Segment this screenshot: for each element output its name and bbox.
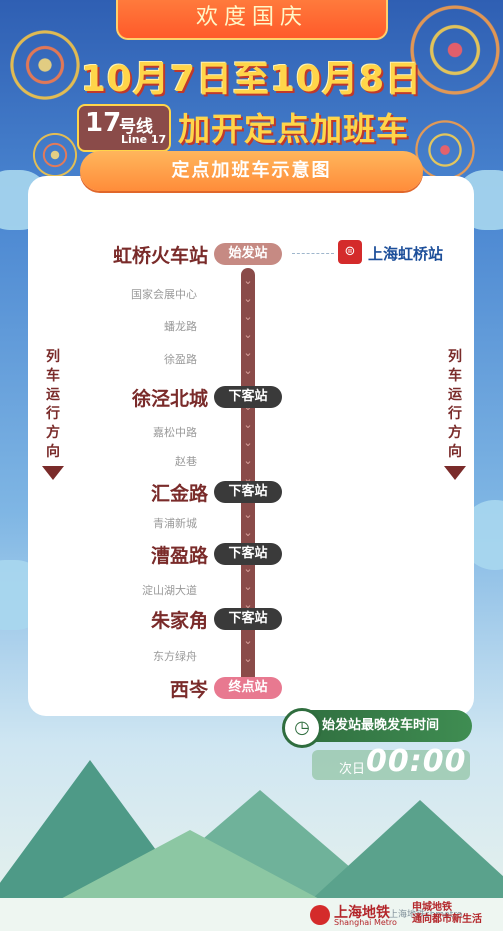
direction-char: 列 <box>448 349 462 365</box>
direction-char: 车 <box>448 368 462 384</box>
clock-icon: ◷ <box>282 708 322 748</box>
railway-station-icon: ⊜ <box>338 240 362 264</box>
date-range-title: 10月7日至10月8日 <box>80 59 423 100</box>
direction-char: 车 <box>46 368 60 384</box>
direction-char: 向 <box>46 444 60 460</box>
secondary-logo: 申城地铁 通向都市新生活 <box>412 902 482 926</box>
metro-logo-english: Shanghai Metro <box>334 918 397 927</box>
station-name-major: 朱家角 <box>150 610 208 632</box>
track-chevron-icon: ⌄ <box>243 418 253 431</box>
track-chevron-icon: ⌄ <box>243 346 253 359</box>
metro-logo-icon <box>310 905 330 925</box>
track-chevron-icon: ⌄ <box>243 598 253 611</box>
direction-label-right: 列车运行方向 <box>444 348 466 462</box>
station-name-minor: 国家会展中心 <box>131 288 197 301</box>
track-chevron-icon: ⌄ <box>243 508 253 521</box>
line-track <box>241 268 255 688</box>
station-name-major: 漕盈路 <box>150 545 208 567</box>
station-name-minor: 徐盈路 <box>164 353 197 366</box>
track-chevron-icon: ⌄ <box>243 580 253 593</box>
celebration-banner: 欢度国庆 <box>116 0 388 40</box>
track-chevron-icon: ⌄ <box>243 562 253 575</box>
track-chevron-icon: ⌄ <box>243 634 253 647</box>
track-chevron-icon: ⌄ <box>243 472 253 485</box>
station-name-minor: 蟠龙路 <box>164 320 197 333</box>
station-tag-end: 终点站 <box>214 677 282 699</box>
station-tag-drop: 下客站 <box>214 608 282 630</box>
down-arrow-icon <box>444 466 466 480</box>
station-name-major: 虹桥火车站 <box>112 245 208 267</box>
track-chevron-icon: ⌄ <box>243 292 253 305</box>
time-backdrop <box>312 750 470 780</box>
track-chevron-icon: ⌄ <box>243 436 253 449</box>
last-departure-panel: ◷ 始发站最晚发车时间 <box>282 708 472 748</box>
track-chevron-icon: ⌄ <box>243 364 253 377</box>
footer-bar <box>0 898 503 931</box>
station-tag-drop: 下客站 <box>214 481 282 503</box>
watermark: 上海地铁shmetro <box>389 910 463 920</box>
direction-char: 行 <box>46 406 60 422</box>
diagram-title: 定点加班车示意图 <box>80 151 423 191</box>
page-subtitle: 加开定点加班车 <box>178 110 410 148</box>
direction-char: 方 <box>46 425 60 441</box>
last-departure-label: 始发站最晚发车时间 <box>322 718 440 733</box>
station-name-major: 徐泾北城 <box>131 388 208 410</box>
direction-label-left: 列车运行方向 <box>42 348 64 462</box>
station-name-minor: 赵巷 <box>175 455 197 468</box>
line-hao: 号线 <box>119 117 153 137</box>
next-day-note: 次日 <box>339 762 366 777</box>
secondary-logo-line2: 通向都市新生活 <box>412 914 482 925</box>
track-chevron-icon: ⌄ <box>243 274 253 287</box>
track-chevron-icon: ⌄ <box>243 454 253 467</box>
track-chevron-icon: ⌄ <box>243 310 253 323</box>
direction-char: 列 <box>46 349 60 365</box>
line-number: 17 <box>85 108 122 138</box>
firework-decoration <box>395 0 503 110</box>
station-name-minor: 嘉松中路 <box>153 426 197 439</box>
station-name-minor: 青浦新城 <box>153 517 197 530</box>
mountain-decoration <box>40 830 340 910</box>
track-chevron-icon: ⌄ <box>243 526 253 539</box>
direction-char: 向 <box>448 444 462 460</box>
line-english: Line 17 <box>121 133 167 146</box>
direction-char: 运 <box>448 387 462 403</box>
station-tag-drop: 下客站 <box>214 543 282 565</box>
line-badge: 17 号线 Line 17 <box>77 104 171 152</box>
metro-logo-text: 上海地铁 <box>334 905 390 921</box>
station-tag-drop: 下客站 <box>214 386 282 408</box>
down-arrow-icon <box>42 466 64 480</box>
secondary-logo-line1: 申城地铁 <box>412 902 452 913</box>
station-name-major: 汇金路 <box>150 483 208 505</box>
track-chevron-icon: ⌄ <box>243 652 253 665</box>
track-chevron-icon: ⌄ <box>243 671 253 682</box>
station-name-minor: 东方绿舟 <box>153 650 197 663</box>
transfer-station-label: 上海虹桥站 <box>368 245 444 263</box>
direction-char: 行 <box>448 406 462 422</box>
firework-decoration <box>0 10 100 120</box>
last-departure-time: 00:00 <box>366 744 467 779</box>
track-chevron-icon: ⌄ <box>243 328 253 341</box>
direction-char: 方 <box>448 425 462 441</box>
transfer-connector <box>292 253 334 254</box>
station-name-minor: 淀山湖大道 <box>142 584 197 597</box>
station-tag-start: 始发站 <box>214 243 282 265</box>
station-name-major: 西岑 <box>169 679 208 701</box>
direction-char: 运 <box>46 387 60 403</box>
